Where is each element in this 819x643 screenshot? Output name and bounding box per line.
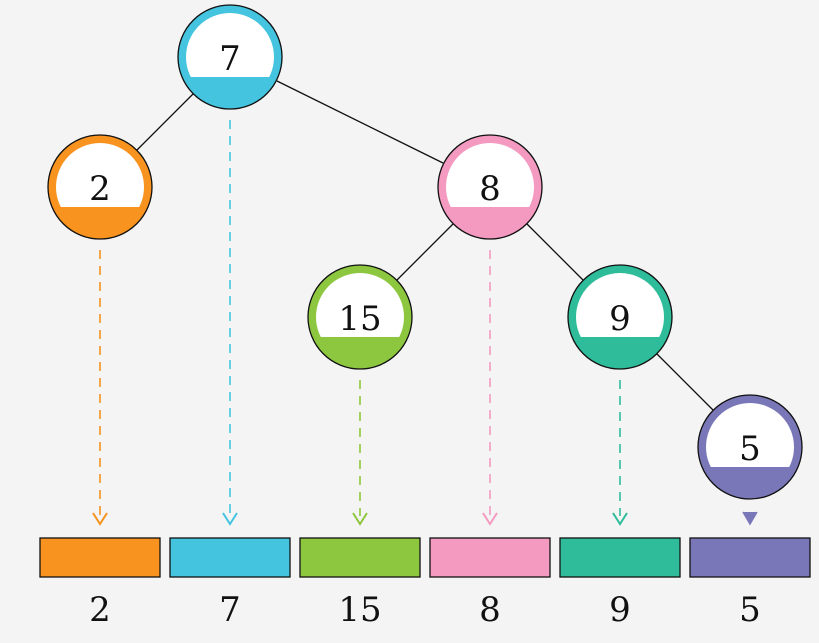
arrow-head-7: [222, 512, 238, 526]
edge-7-2: [136, 93, 194, 151]
arrow-head-9: [612, 512, 628, 526]
tree-node: 2: [47, 134, 153, 240]
arrow-head-15: [352, 512, 368, 526]
array-cell-label: 7: [219, 590, 241, 630]
node-label: 15: [338, 299, 381, 339]
array: 2 7 15 8 9 5: [39, 537, 811, 630]
tree-node: 7: [177, 4, 283, 110]
node-label: 2: [89, 169, 111, 209]
tree-edges: [136, 80, 714, 411]
node-label: 9: [609, 299, 631, 339]
node-label: 5: [739, 429, 761, 469]
arrow-head-8: [482, 512, 498, 526]
array-cell-label: 15: [338, 590, 381, 630]
array-cell: [169, 537, 291, 578]
array-cell-label: 8: [479, 590, 501, 630]
edge-7-8: [276, 80, 444, 164]
arrow-head-2: [92, 512, 108, 526]
tree-node: 15: [307, 264, 413, 370]
tree-node: 9: [567, 264, 673, 370]
tree-node: 5: [697, 394, 803, 500]
array-cell-label: 9: [609, 590, 631, 630]
node-label: 7: [219, 39, 241, 79]
mapping-arrows: [99, 120, 621, 516]
edge-9-5: [656, 353, 714, 411]
arrow-heads: [92, 511, 758, 526]
array-cell: [689, 537, 811, 578]
array-cell-label: 2: [89, 590, 111, 630]
array-cell: [429, 537, 551, 578]
arrow-head-5: [742, 511, 758, 526]
tree-node: 8: [437, 134, 543, 240]
array-cell-label: 5: [739, 590, 761, 630]
array-cell: [559, 537, 681, 578]
node-label: 8: [479, 169, 501, 209]
array-cell: [299, 537, 421, 578]
edge-8-9: [526, 223, 584, 281]
array-cell: [39, 537, 161, 578]
edge-8-15: [396, 223, 454, 281]
